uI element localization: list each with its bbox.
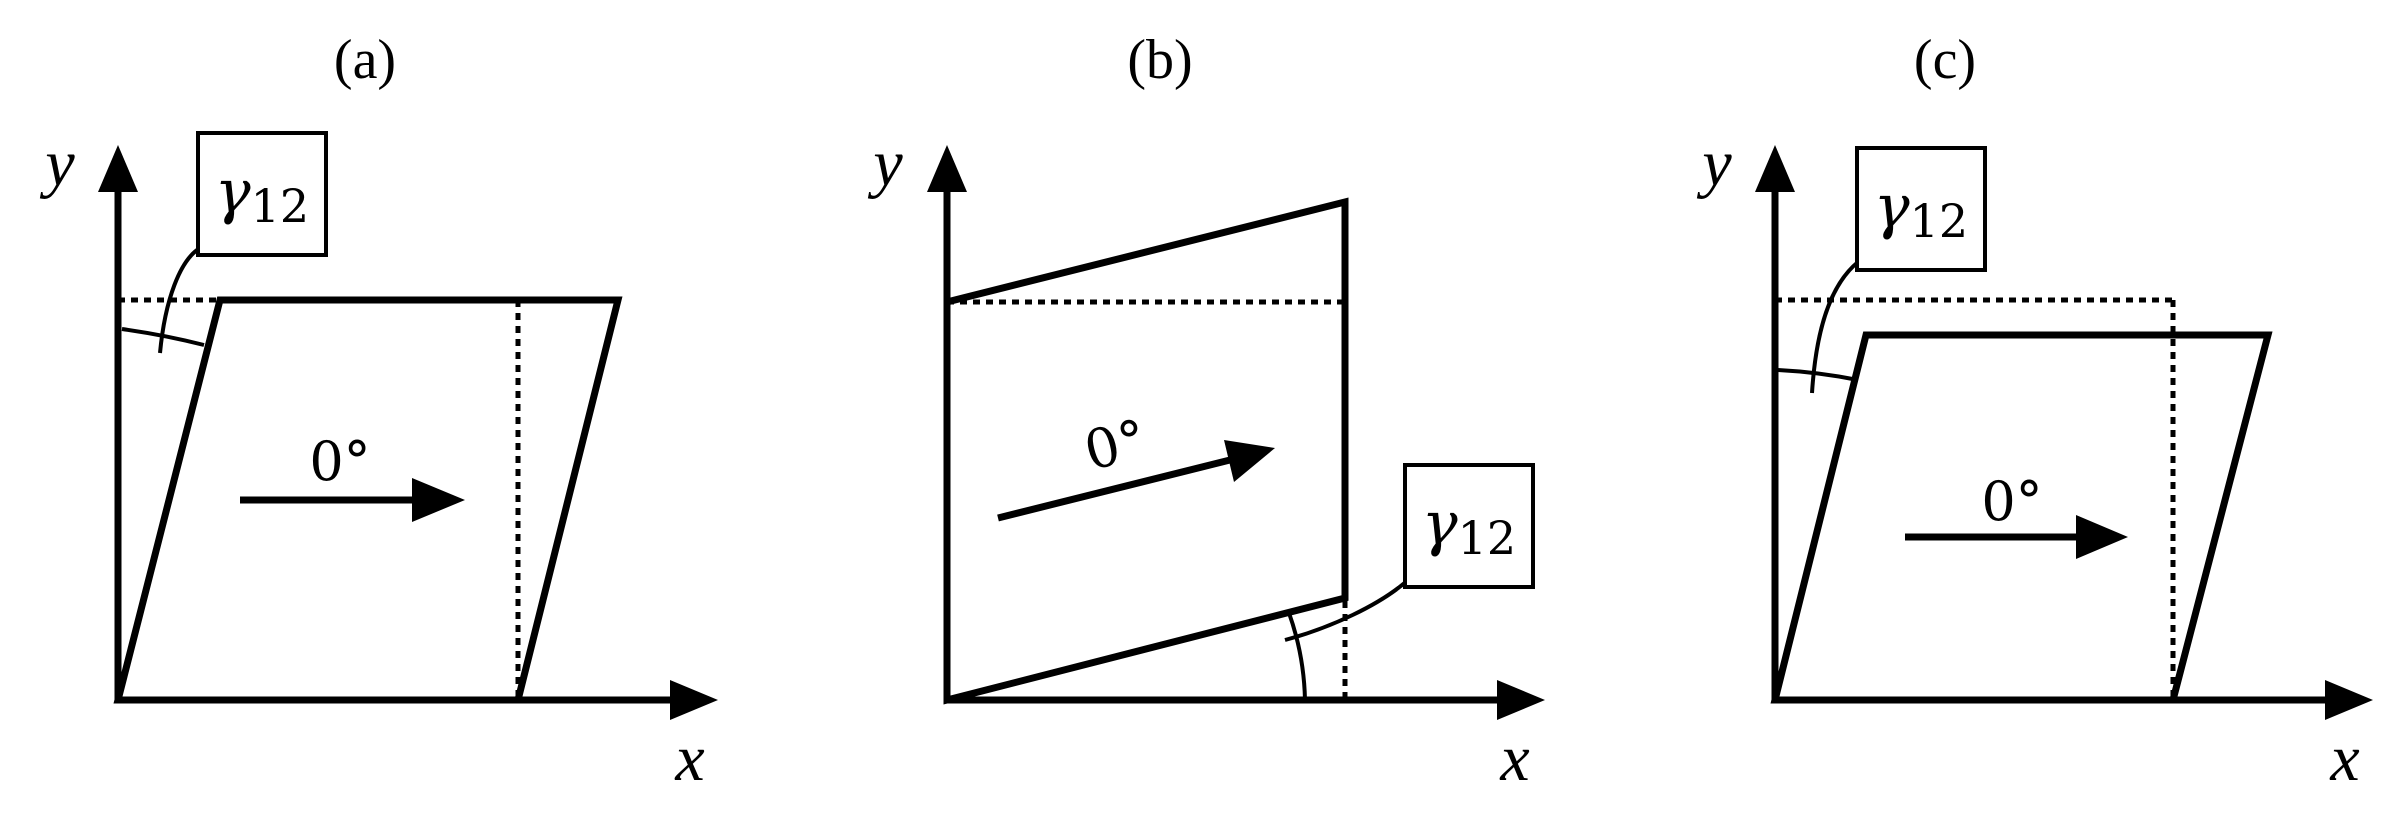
shear-angle-arc [1287, 612, 1307, 701]
callout-leader [1810, 260, 1860, 394]
fiber-angle-label: 0° [1981, 470, 2042, 533]
fiber-arrow-head [2076, 515, 2128, 559]
shear-label-box [1855, 146, 1987, 272]
sheared-element [943, 197, 1349, 705]
shear-label-box [196, 131, 328, 257]
y-axis-label: y [1696, 127, 1732, 200]
callout-leader [158, 246, 202, 354]
fiber-arrow-head [412, 478, 465, 522]
panel-a: (a) y x 0° γ12 [39, 29, 718, 795]
x-axis-arrowhead [1497, 680, 1545, 720]
x-axis-label: x [674, 722, 704, 795]
shear-strain-label: γ12 [215, 157, 309, 233]
gamma-symbol: γ [1874, 172, 1910, 242]
x-axis-label: x [1499, 722, 1529, 795]
shear-strain-label: γ12 [1422, 489, 1516, 565]
gamma-symbol: γ [1422, 489, 1458, 559]
panel-label: (a) [334, 29, 396, 91]
fiber-arrow-shaft [997, 456, 1231, 522]
gamma-subscript: 12 [1458, 511, 1517, 565]
shear-strain-label: γ12 [1874, 172, 1968, 248]
shear-angle-arc [1777, 368, 1859, 382]
panel-b: (b) y x 0° γ12 [867, 29, 1545, 795]
x-axis-label: x [2329, 722, 2359, 795]
x-axis-arrowhead [670, 680, 718, 720]
shear-label-box [1403, 463, 1535, 589]
y-axis-arrowhead [927, 145, 967, 192]
panel-label: (c) [1914, 29, 1976, 91]
y-axis-label: y [39, 127, 75, 200]
panel-c: (c) y x 0° γ12 [1696, 29, 2373, 795]
sheared-element [1770, 331, 2273, 704]
y-axis-arrowhead [1755, 145, 1795, 192]
fiber-angle-label: 0° [309, 430, 370, 493]
y-axis-arrowhead [98, 145, 138, 192]
fiber-angle-label: 0° [1078, 407, 1153, 483]
x-axis-arrowhead [2325, 680, 2373, 720]
fiber-arrow-head [1224, 440, 1275, 482]
callout-leader [1284, 578, 1410, 642]
gamma-subscript: 12 [1910, 194, 1969, 248]
gamma-subscript: 12 [251, 179, 310, 233]
panel-label: (b) [1127, 29, 1192, 91]
sheared-element [113, 296, 623, 704]
y-axis-label: y [867, 127, 903, 200]
gamma-symbol: γ [215, 157, 251, 227]
